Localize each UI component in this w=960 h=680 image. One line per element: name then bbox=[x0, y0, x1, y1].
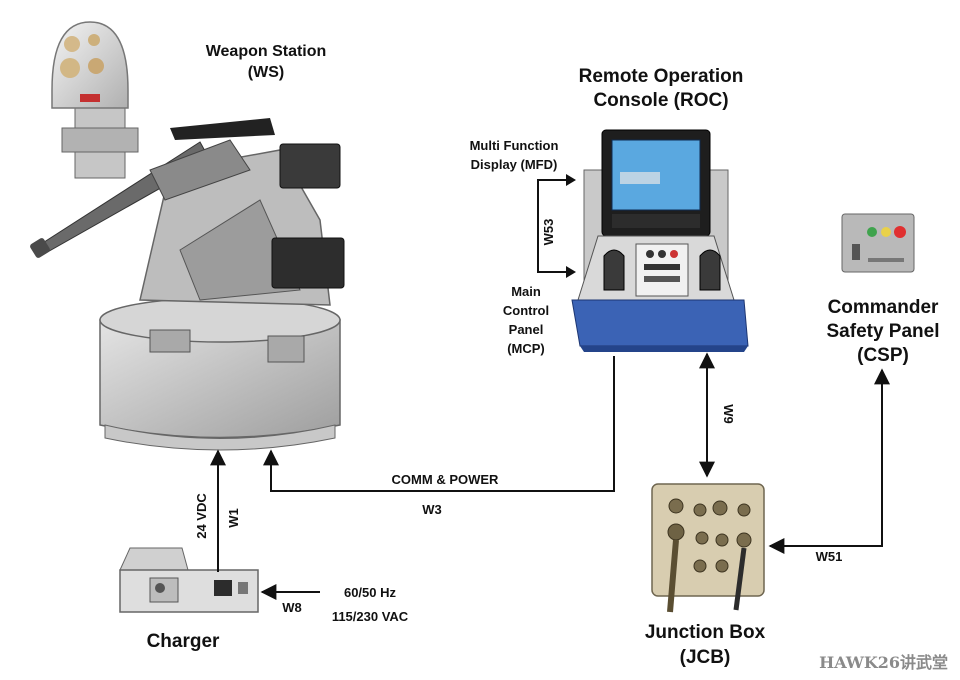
roc-label-line2: Console (ROC) bbox=[593, 90, 728, 111]
w51-label: W51 bbox=[816, 549, 843, 564]
roc-label-line1: Remote Operation bbox=[579, 66, 744, 87]
roc-illustration bbox=[571, 129, 749, 352]
csp-illustration bbox=[841, 213, 915, 273]
csp-label-line2: Safety Panel bbox=[827, 321, 940, 342]
w1-label: W1 bbox=[226, 508, 241, 528]
charger-illustration bbox=[119, 547, 259, 613]
charger-label: Charger bbox=[147, 631, 220, 652]
mcp-label-line2: Control bbox=[503, 303, 549, 318]
mcp-label-line3: Panel bbox=[509, 322, 544, 337]
jcb-label-line1: Junction Box bbox=[645, 622, 766, 643]
jcb-label-line2: (JCB) bbox=[680, 647, 731, 668]
freq-label: 60/50 Hz bbox=[344, 585, 397, 600]
w3-wire bbox=[263, 356, 615, 492]
junction-box-illustration bbox=[651, 483, 765, 613]
watermark: HAWK26讲武堂 bbox=[819, 653, 948, 672]
csp-label-line3: (CSP) bbox=[857, 345, 909, 366]
w53-wire bbox=[537, 179, 574, 273]
mcp-label-line4: (MCP) bbox=[507, 341, 545, 356]
csp-label-line1: Commander bbox=[828, 297, 939, 318]
weapon-station-illustration bbox=[30, 21, 345, 451]
w8-label: W8 bbox=[282, 600, 302, 615]
ws-label-line2: (WS) bbox=[248, 64, 284, 81]
dc-label: 24 VDC bbox=[194, 493, 209, 539]
mfd-label-line2: Display (MFD) bbox=[471, 157, 558, 172]
mfd-label-line1: Multi Function bbox=[470, 138, 559, 153]
w3-label: W3 bbox=[422, 502, 442, 517]
ac-label: 115/230 VAC bbox=[332, 609, 409, 624]
mcp-label-line1: Main bbox=[511, 284, 541, 299]
ws-label-line1: Weapon Station bbox=[206, 43, 327, 60]
w9-label: W9 bbox=[721, 404, 736, 424]
w51-wire bbox=[768, 368, 890, 554]
comm-power-label: COMM & POWER bbox=[392, 472, 499, 487]
w53-label: W53 bbox=[541, 219, 556, 246]
